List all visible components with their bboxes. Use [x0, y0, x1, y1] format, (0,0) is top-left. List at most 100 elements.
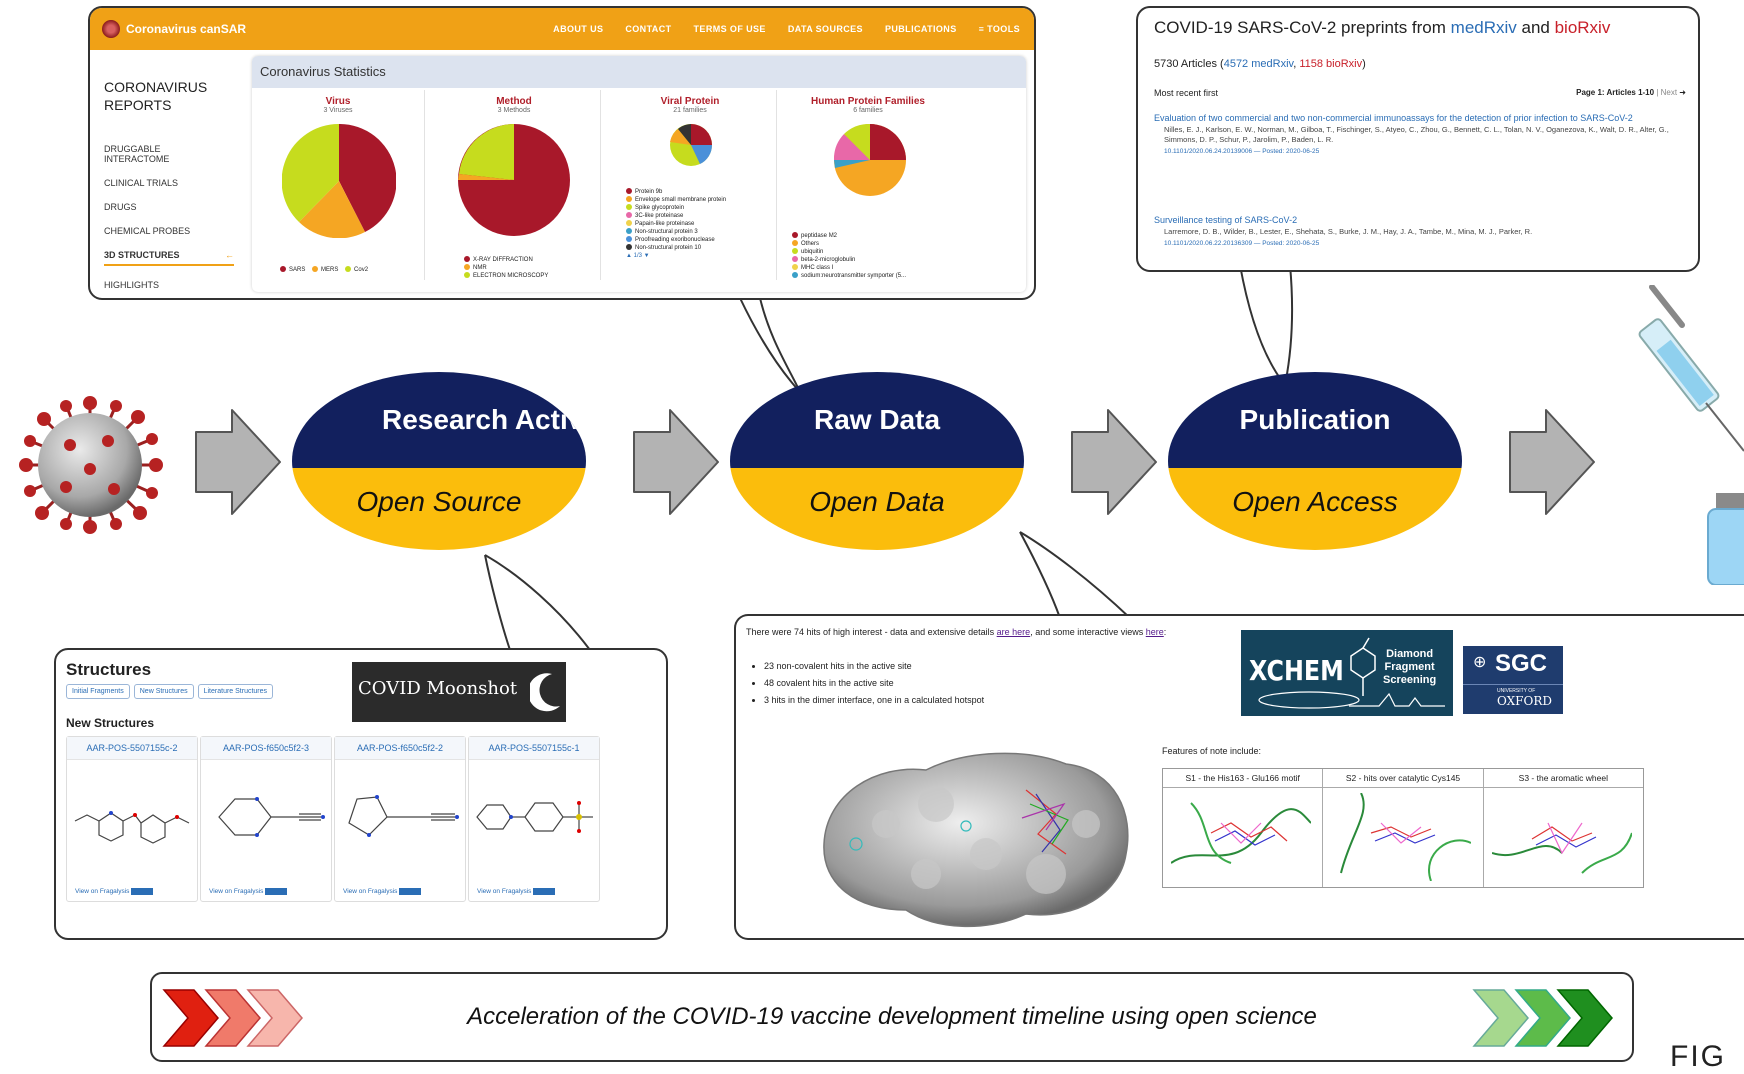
structure-card[interactable]: AAR-POS-5507155c-2 View on Fragalysis [66, 736, 198, 902]
sidebar-item-interactome[interactable]: INTERACTOME [104, 154, 170, 164]
article-title[interactable]: Evaluation of two commercial and two non… [1154, 113, 1633, 123]
xchem-callout: There were 74 hits of high interest - da… [734, 614, 1744, 940]
method-panel: Method 3 Methods X-RAY DIFFRACTION NMR E… [428, 90, 601, 280]
structure-id[interactable]: AAR-POS-f650c5f2-2 [335, 737, 465, 760]
feature-header: S2 - hits over catalytic Cys145 [1323, 769, 1483, 788]
sgc-text: SGC [1495, 650, 1548, 677]
biorxiv-link[interactable]: bioRxiv [1554, 18, 1611, 37]
article-authors: Larremore, D. B., Wilder, B., Lester, E.… [1164, 227, 1533, 236]
sidebar-item-clinical-trials[interactable]: CLINICAL TRIALS [104, 178, 179, 188]
sgc-sub: UNIVERSITY OF [1497, 688, 1536, 694]
legend-swatch [626, 212, 632, 219]
nav-contact[interactable]: CONTACT [625, 24, 672, 34]
arrow-left-icon: ← [225, 250, 234, 260]
structure-card[interactable]: AAR-POS-f650c5f2-3 View on Fragalysis [200, 736, 332, 902]
fragalysis-link[interactable]: View on Fragalysis [477, 888, 532, 895]
legend-label: Protein 9b [635, 189, 663, 195]
tab-new-structures[interactable]: New Structures [133, 684, 194, 699]
article-doi[interactable]: 10.1101/2020.06.22.20136309 — Posted: 20… [1164, 240, 1320, 247]
nav-publications[interactable]: PUBLICATIONS [884, 24, 957, 34]
tab-literature-structures[interactable]: Literature Structures [197, 684, 274, 699]
virus-legend: SARS MERS Cov2 [280, 266, 368, 274]
panel-subtitle: 6 families [853, 107, 883, 114]
sidebar-item-druggable[interactable]: DRUGGABLE [104, 144, 161, 154]
list-item: 48 covalent hits in the active site [764, 675, 984, 692]
feature-column: S2 - hits over catalytic Cys145 [1323, 769, 1484, 887]
legend-swatch [464, 272, 470, 279]
pie-slice [691, 124, 712, 145]
sgc-logo: ⊕ SGC UNIVERSITY OF OXFORD [1463, 646, 1563, 714]
article-title[interactable]: Surveillance testing of SARS-CoV-2 [1154, 215, 1298, 225]
molecule-logo-icon [1350, 637, 1376, 696]
nav-terms[interactable]: TERMS OF USE [693, 24, 766, 34]
panel-subtitle: 3 Methods [497, 107, 531, 114]
next-link[interactable]: | Next [1656, 88, 1678, 97]
fragalysis-link[interactable]: View on Fragalysis [209, 888, 264, 895]
legend-swatch [312, 266, 319, 273]
open-science-banner: Acceleration of the COVID-19 vaccine dev… [150, 972, 1634, 1062]
legend-label: MERS [321, 267, 339, 273]
pagination: Page 1: Articles 1-10 | Next ➜ [1576, 88, 1686, 97]
list-item: 3 hits in the dimer interface, one in a … [764, 692, 984, 709]
pie-slice [339, 124, 396, 232]
preprint-tail-right [1284, 264, 1294, 386]
panel-title: Virus [325, 96, 351, 107]
nav-tools[interactable]: ≡ TOOLS [978, 24, 1020, 34]
legend-label: Papain-like proteinase [635, 221, 695, 227]
cansar-screenshot-callout: Coronavirus canSAR ABOUT US CONTACT TERM… [88, 6, 1036, 300]
sidebar-heading-1: CORONAVIRUS [104, 79, 208, 95]
xchem-logo-text: XCHEM [1249, 654, 1344, 687]
tab-initial-fragments[interactable]: Initial Fragments [66, 684, 130, 699]
legend-label: Non-structural protein 10 [635, 245, 702, 251]
binding-site-image [1171, 802, 1311, 864]
legend-label: MHC class I [801, 265, 834, 271]
legend-label: ELECTRON MICROSCOPY [473, 273, 549, 279]
details-link[interactable]: are here [996, 627, 1031, 637]
count-biorxiv-link[interactable]: 1158 bioRxiv [1299, 58, 1363, 70]
flow-arrow-1 [195, 409, 281, 515]
sidebar-item-chemical-probes[interactable]: CHEMICAL PROBES [104, 226, 191, 236]
sidebar-item-3d-structures-label: 3D STRUCTURES [104, 250, 180, 260]
sidebar-item-drugs[interactable]: DRUGS [104, 202, 137, 212]
stage-research-activity: Research Activity Open Source [292, 372, 586, 550]
nav-about-us[interactable]: ABOUT US [553, 24, 604, 34]
flow-arrow-2 [633, 409, 719, 515]
sidebar-item-highlights[interactable]: HIGHLIGHTS [104, 280, 160, 290]
badge [399, 887, 422, 895]
legend-pager[interactable]: ▲ 1/3 ▼ [626, 253, 650, 259]
intro-text: There were 74 hits of high interest - da… [746, 627, 997, 637]
binding-site-image [1340, 793, 1472, 881]
coronavirus-logo-icon [102, 20, 120, 38]
count-medrxiv-link[interactable]: 4572 medRxiv [1223, 58, 1294, 70]
statistics-title: Coronavirus Statistics [252, 56, 1026, 88]
legend-label: NMR [473, 265, 487, 271]
covid-moonshot-logo: COVID Moonshot [352, 662, 566, 722]
structure-card[interactable]: AAR-POS-f650c5f2-2 View on Fragalysis [334, 736, 466, 902]
fragalysis-link[interactable]: View on Fragalysis [343, 888, 398, 895]
sidebar-item-3d-structures[interactable]: 3D STRUCTURES ← [104, 250, 234, 266]
structure-id[interactable]: AAR-POS-5507155c-1 [469, 737, 599, 760]
legend-swatch [792, 272, 798, 279]
feature-header: S3 - the aromatic wheel [1483, 769, 1643, 788]
legend-swatch [626, 236, 632, 243]
nav-data-sources[interactable]: DATA SOURCES [787, 24, 863, 34]
legend-swatch [626, 228, 632, 235]
badge [533, 887, 556, 895]
legend-swatch [792, 264, 798, 271]
interactive-views-link[interactable]: here [1145, 627, 1164, 637]
structure-id[interactable]: AAR-POS-f650c5f2-3 [201, 737, 331, 760]
flow-arrow-4 [1509, 409, 1595, 515]
features-table: S1 - the His163 - Glu166 motif S2 - hits… [1162, 768, 1644, 888]
medrxiv-link[interactable]: medRxiv [1450, 18, 1517, 37]
syringe-icon [1638, 285, 1744, 452]
fragalysis-link[interactable]: View on Fragalysis [75, 888, 130, 895]
moonshot-label: COVID Moonshot [358, 678, 518, 699]
legend-swatch [626, 244, 632, 251]
article-doi[interactable]: 10.1101/2020.06.24.20139006 — Posted: 20… [1164, 148, 1320, 155]
sgc-sub: OXFORD [1497, 694, 1552, 708]
cansar-brand[interactable]: Coronavirus canSAR [126, 22, 247, 36]
structure-id[interactable]: AAR-POS-5507155c-2 [67, 737, 197, 760]
next-arrow-icon[interactable]: ➜ [1679, 88, 1686, 97]
structures-heading: Structures [66, 660, 152, 679]
structure-card[interactable]: AAR-POS-5507155c-1 View on Fragalysis [468, 736, 600, 902]
